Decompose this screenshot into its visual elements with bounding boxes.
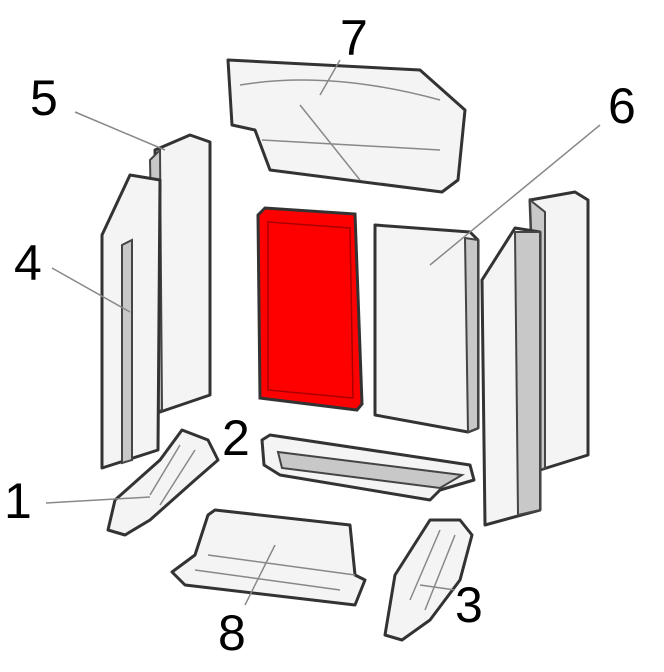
part-7-top-brick[interactable] [226, 58, 467, 194]
label-2: 2 [222, 410, 250, 466]
part-2-bottom-rear-bar[interactable] [260, 433, 476, 502]
label-4: 4 [14, 235, 42, 291]
label-1: 1 [4, 473, 32, 529]
label-7: 7 [340, 10, 368, 66]
label-5: 5 [30, 70, 58, 126]
label-6: 6 [608, 78, 636, 134]
part-3-right-front-corner[interactable] [383, 518, 474, 642]
leader-lines [45, 59, 601, 606]
part-6-right-rear-panel[interactable] [373, 223, 480, 434]
right-front-side[interactable] [480, 226, 542, 527]
label-3: 3 [455, 577, 483, 633]
part-4-left-front-side[interactable] [100, 173, 162, 470]
highlighted-rear-panel[interactable] [256, 206, 364, 412]
label-8: 8 [218, 605, 246, 661]
part-1-left-front-corner[interactable] [106, 428, 220, 537]
